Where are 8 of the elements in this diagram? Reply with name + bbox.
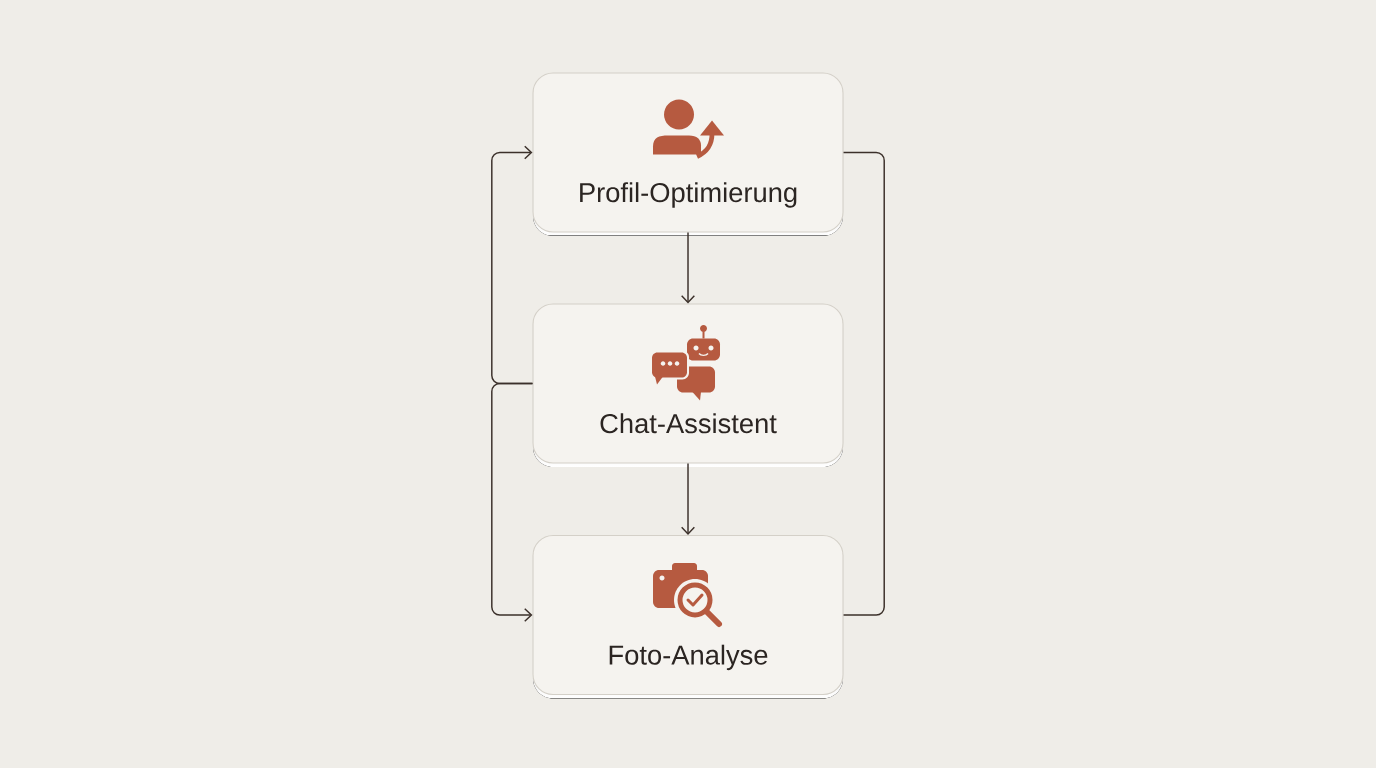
process-box: Chat-Assistent (532, 303, 844, 467)
arrow (491, 382, 534, 623)
arrow (680, 462, 696, 535)
arrow (680, 231, 696, 304)
process-box: Foto-Analyse (532, 534, 844, 699)
arrow (491, 145, 534, 385)
process-box: Profil-Optimierung (532, 72, 844, 236)
connector-line (842, 151, 885, 616)
